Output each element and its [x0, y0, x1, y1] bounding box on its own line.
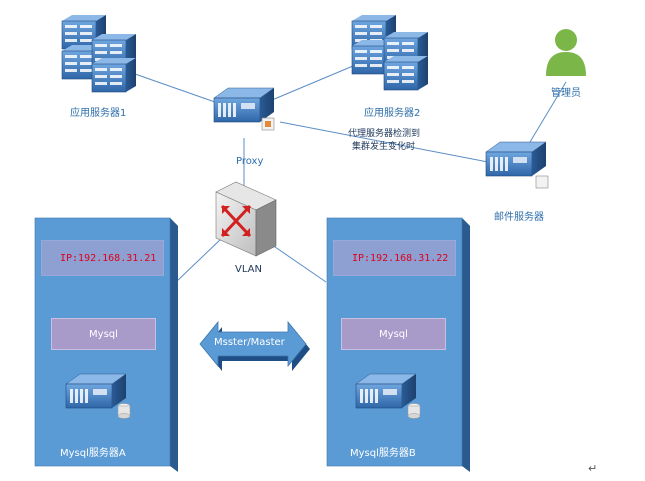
app-server-1-icon [61, 14, 137, 93]
replication-label: Msster/Master [214, 337, 285, 348]
cluster-b-ip: IP:192.168.31.22 [333, 240, 456, 276]
mysql-server-a-icon [65, 373, 131, 419]
cluster-a-ip: IP:192.168.31.21 [41, 240, 164, 276]
proxy-server-icon [213, 87, 275, 131]
admin-user-icon [546, 29, 586, 76]
app-server-1-label: 应用服务器1 [70, 108, 127, 119]
mysql-server-b-icon [355, 373, 421, 419]
cluster-a-label: Mysql服务器A [60, 448, 126, 459]
admin-label: 管理员 [551, 88, 581, 99]
mail-server-label: 邮件服务器 [494, 212, 544, 223]
vlan-switch-icon [215, 181, 277, 257]
app-server-2-label: 应用服务器2 [364, 108, 421, 119]
cluster-a-db: Mysql [51, 318, 156, 350]
detection-note-line1: 代理服务器检测到 [348, 129, 421, 139]
cluster-b-label: Mysql服务器B [350, 448, 416, 459]
proxy-label: Proxy [236, 156, 264, 167]
vlan-label: VLAN [235, 264, 262, 275]
cluster-b-db: Mysql [341, 318, 446, 350]
app-server-2-icon [351, 14, 429, 91]
detection-note-line2: 集群发生变化时 [352, 142, 416, 152]
mail-server-icon [485, 141, 549, 189]
replication-arrow [199, 320, 310, 371]
paragraph-mark: ↵ [588, 462, 598, 475]
